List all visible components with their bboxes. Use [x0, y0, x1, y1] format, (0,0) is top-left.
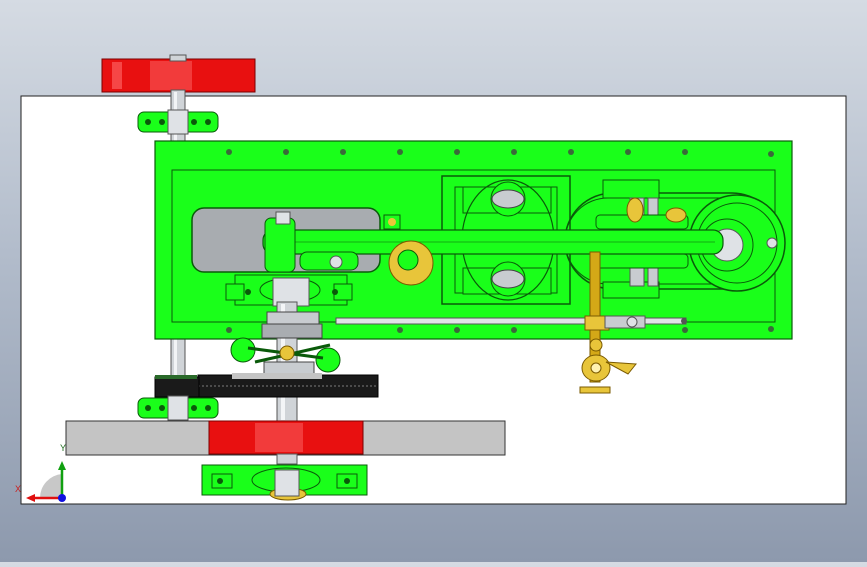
drive-gear: [154, 373, 379, 398]
coordinate-triad: [26, 461, 66, 502]
top-shaft-bracket: [137, 109, 219, 135]
triad-z-axis: [58, 494, 66, 502]
valve-lever: [604, 315, 687, 329]
crank-bearing: [264, 211, 359, 273]
triad-y-label: Y: [60, 443, 67, 453]
lower-shaft-bracket: [137, 395, 219, 421]
bottom-bearing: [201, 464, 368, 501]
connecting-rod: [262, 229, 724, 255]
eccentric: [383, 214, 434, 286]
governor: [230, 311, 341, 375]
main-bearing: [225, 274, 353, 307]
triad-x-label: X: [15, 484, 22, 494]
brass-valve: [579, 251, 637, 394]
